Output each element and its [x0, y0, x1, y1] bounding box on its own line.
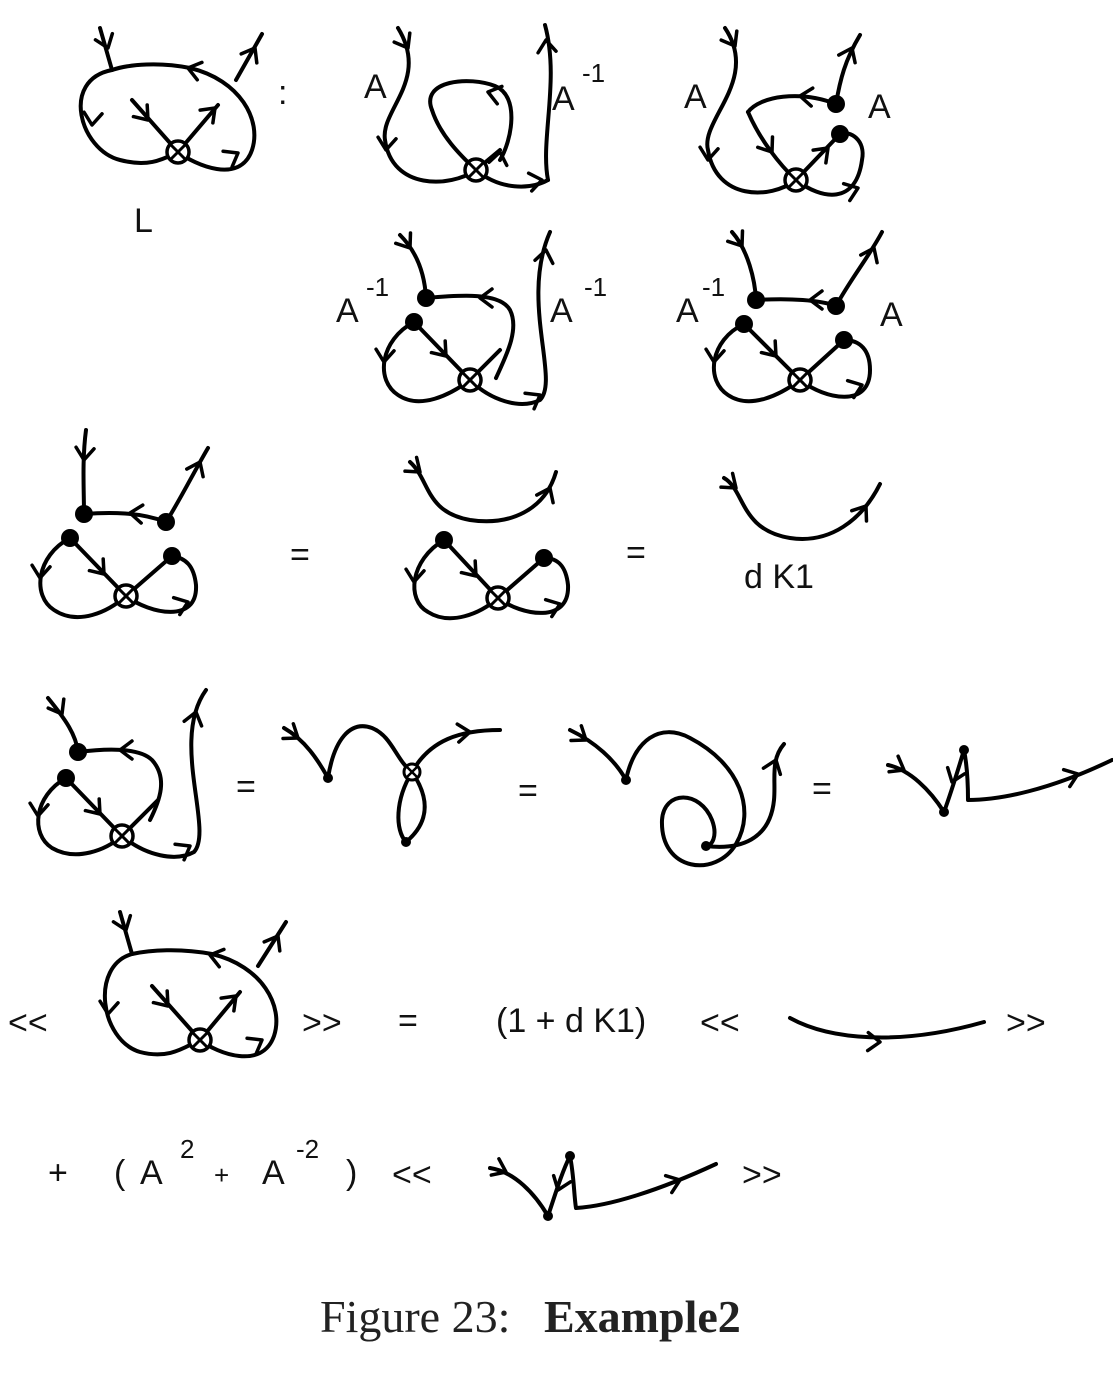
equals-1: =	[290, 536, 310, 574]
equals-5: =	[812, 770, 832, 808]
row4-b	[281, 721, 502, 847]
sup-minus-one-1: -1	[582, 58, 605, 88]
coef-one-plus-dK1: (1 + d K1)	[496, 1002, 646, 1040]
equals-4: =	[518, 772, 538, 810]
row5-arc	[788, 1016, 986, 1053]
state-A-A	[697, 26, 865, 203]
caption-prefix: Figure 23:	[320, 1291, 510, 1342]
A-squared-base: A	[140, 1154, 163, 1192]
label-Ainv-4: A	[676, 292, 699, 330]
plus-sign: +	[48, 1154, 68, 1192]
sup-minus-one-4: -1	[702, 272, 725, 302]
open-bracket-3: <<	[392, 1156, 432, 1194]
small-plus: +	[214, 1160, 229, 1190]
A-squared-exp: 2	[180, 1134, 194, 1164]
row5-knot	[97, 910, 288, 1059]
row4-c	[568, 723, 787, 868]
colon: :	[278, 74, 287, 112]
label-A-3: A	[868, 88, 891, 126]
row3-mid	[403, 455, 571, 621]
label-L: L	[134, 202, 153, 240]
close-bracket-1: >>	[302, 1004, 342, 1042]
caption-title: Example2	[544, 1291, 741, 1342]
equals-3: =	[236, 768, 256, 806]
label-Ainv-2: A	[336, 292, 359, 330]
equals-2: =	[626, 534, 646, 572]
row3-lhs	[29, 428, 210, 620]
close-bracket-2: >>	[1006, 1004, 1046, 1042]
sup-minus-one-2: -1	[366, 272, 389, 302]
label-A-2: A	[684, 78, 707, 116]
sup-minus-one-3: -1	[584, 272, 607, 302]
label-Ainv-1: A	[552, 80, 575, 118]
A-neg2-base: A	[262, 1154, 285, 1192]
equals-6: =	[398, 1002, 418, 1040]
row6-curve	[488, 1151, 718, 1221]
row4-lhs	[27, 688, 208, 862]
state-A-Ainv	[375, 23, 558, 193]
label-Ainv-3: A	[550, 292, 573, 330]
A-neg2-exp: -2	[296, 1134, 319, 1164]
close-paren: )	[346, 1154, 357, 1192]
open-bracket-1: <<	[8, 1004, 48, 1042]
open-paren: (	[114, 1154, 126, 1192]
close-bracket-3: >>	[742, 1156, 782, 1194]
open-bracket-2: <<	[700, 1004, 740, 1042]
label-dK1: d K1	[744, 558, 814, 596]
knot-L	[78, 26, 265, 172]
row4-d	[886, 745, 1113, 817]
label-A-1: A	[364, 68, 387, 106]
row3-rhs	[719, 471, 882, 541]
state-Ainv-Ainv	[373, 230, 557, 411]
label-A-4: A	[880, 296, 903, 334]
state-Ainv-A	[703, 229, 884, 404]
